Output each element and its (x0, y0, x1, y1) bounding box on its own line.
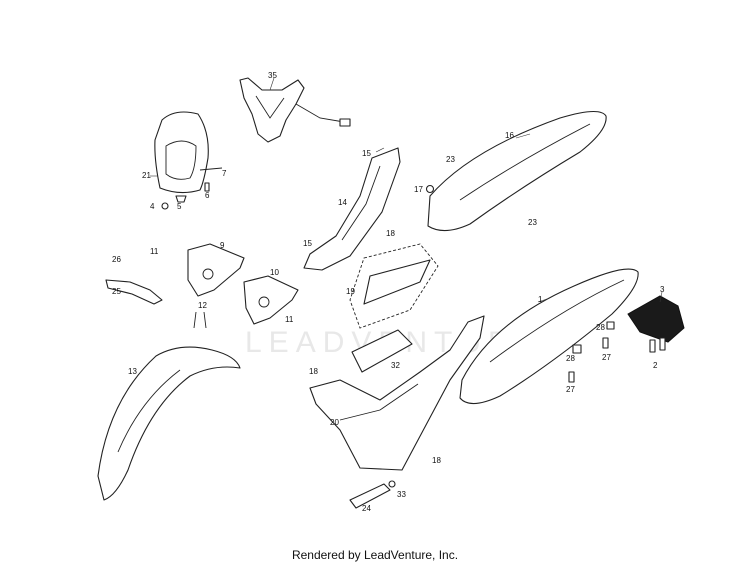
callout-27a: 27 (602, 353, 611, 362)
part-35-headlight-cowl (239, 77, 351, 143)
callout-14: 14 (338, 198, 347, 207)
callout-labels: 35 21 7 6 5 4 15 14 15 16 23 17 23 18 19… (112, 71, 665, 513)
part-24-bracket (349, 483, 391, 509)
callout-2: 2 (653, 361, 658, 370)
part-6-screw (204, 182, 210, 192)
callout-32: 32 (391, 361, 400, 370)
part-28-nut (606, 321, 615, 330)
callout-7: 7 (222, 169, 227, 178)
callout-21: 21 (142, 171, 151, 180)
part-1-rear-fender (459, 268, 639, 405)
callout-12: 12 (198, 301, 207, 310)
part-10-shroud (243, 275, 299, 325)
callout-18b: 18 (309, 367, 318, 376)
callout-28b: 28 (566, 354, 575, 363)
callout-11a: 11 (150, 247, 159, 256)
callout-6: 6 (205, 191, 210, 200)
callout-18a: 18 (386, 229, 395, 238)
callout-18c: 18 (432, 456, 441, 465)
part-13-front-fender (97, 346, 241, 501)
callout-23a: 23 (446, 155, 455, 164)
callout-9: 9 (220, 241, 225, 250)
part-25-mount-bracket (105, 279, 163, 305)
callout-28a: 28 (596, 323, 605, 332)
callout-23b: 23 (528, 218, 537, 227)
part-33-washer (388, 480, 396, 488)
callout-27b: 27 (566, 385, 575, 394)
callout-26: 26 (112, 255, 121, 264)
callout-20: 20 (330, 418, 339, 427)
callout-11b: 11 (285, 315, 294, 324)
callout-5: 5 (177, 202, 182, 211)
callout-16: 16 (505, 131, 514, 140)
callout-35: 35 (268, 71, 277, 80)
callout-17: 17 (414, 185, 423, 194)
callout-3: 3 (660, 285, 665, 294)
callout-25: 25 (112, 287, 121, 296)
callout-24: 24 (362, 504, 371, 513)
part-2-screws (649, 337, 666, 353)
leader-lines (150, 77, 663, 303)
callout-15a: 15 (362, 149, 371, 158)
part-17-bolt (425, 184, 435, 194)
part-21-headlight-plate (154, 111, 223, 194)
callout-1: 1 (538, 295, 543, 304)
part-12-fasteners (193, 311, 207, 329)
part-32-grip-pad (351, 329, 413, 373)
part-20-side-cover (309, 315, 485, 471)
part-4-washer (161, 202, 169, 210)
part-5-bracket (175, 195, 187, 203)
callout-4: 4 (150, 202, 155, 211)
callout-10: 10 (270, 268, 279, 277)
part-19-side-panel (349, 243, 439, 329)
callout-33: 33 (397, 490, 406, 499)
part-28b-nut (572, 344, 582, 354)
part-27-screw (602, 337, 609, 349)
part-16-rear-fender (427, 110, 607, 232)
part-9-shroud (187, 243, 245, 297)
part-14-side-strip (303, 147, 401, 271)
callout-13: 13 (128, 367, 137, 376)
part-27b-screw (568, 371, 575, 383)
part-3-tail-light (627, 295, 685, 343)
footer-credit: Rendered by LeadVenture, Inc. (291, 548, 459, 562)
callout-15b: 15 (303, 239, 312, 248)
callout-19: 19 (346, 287, 355, 296)
